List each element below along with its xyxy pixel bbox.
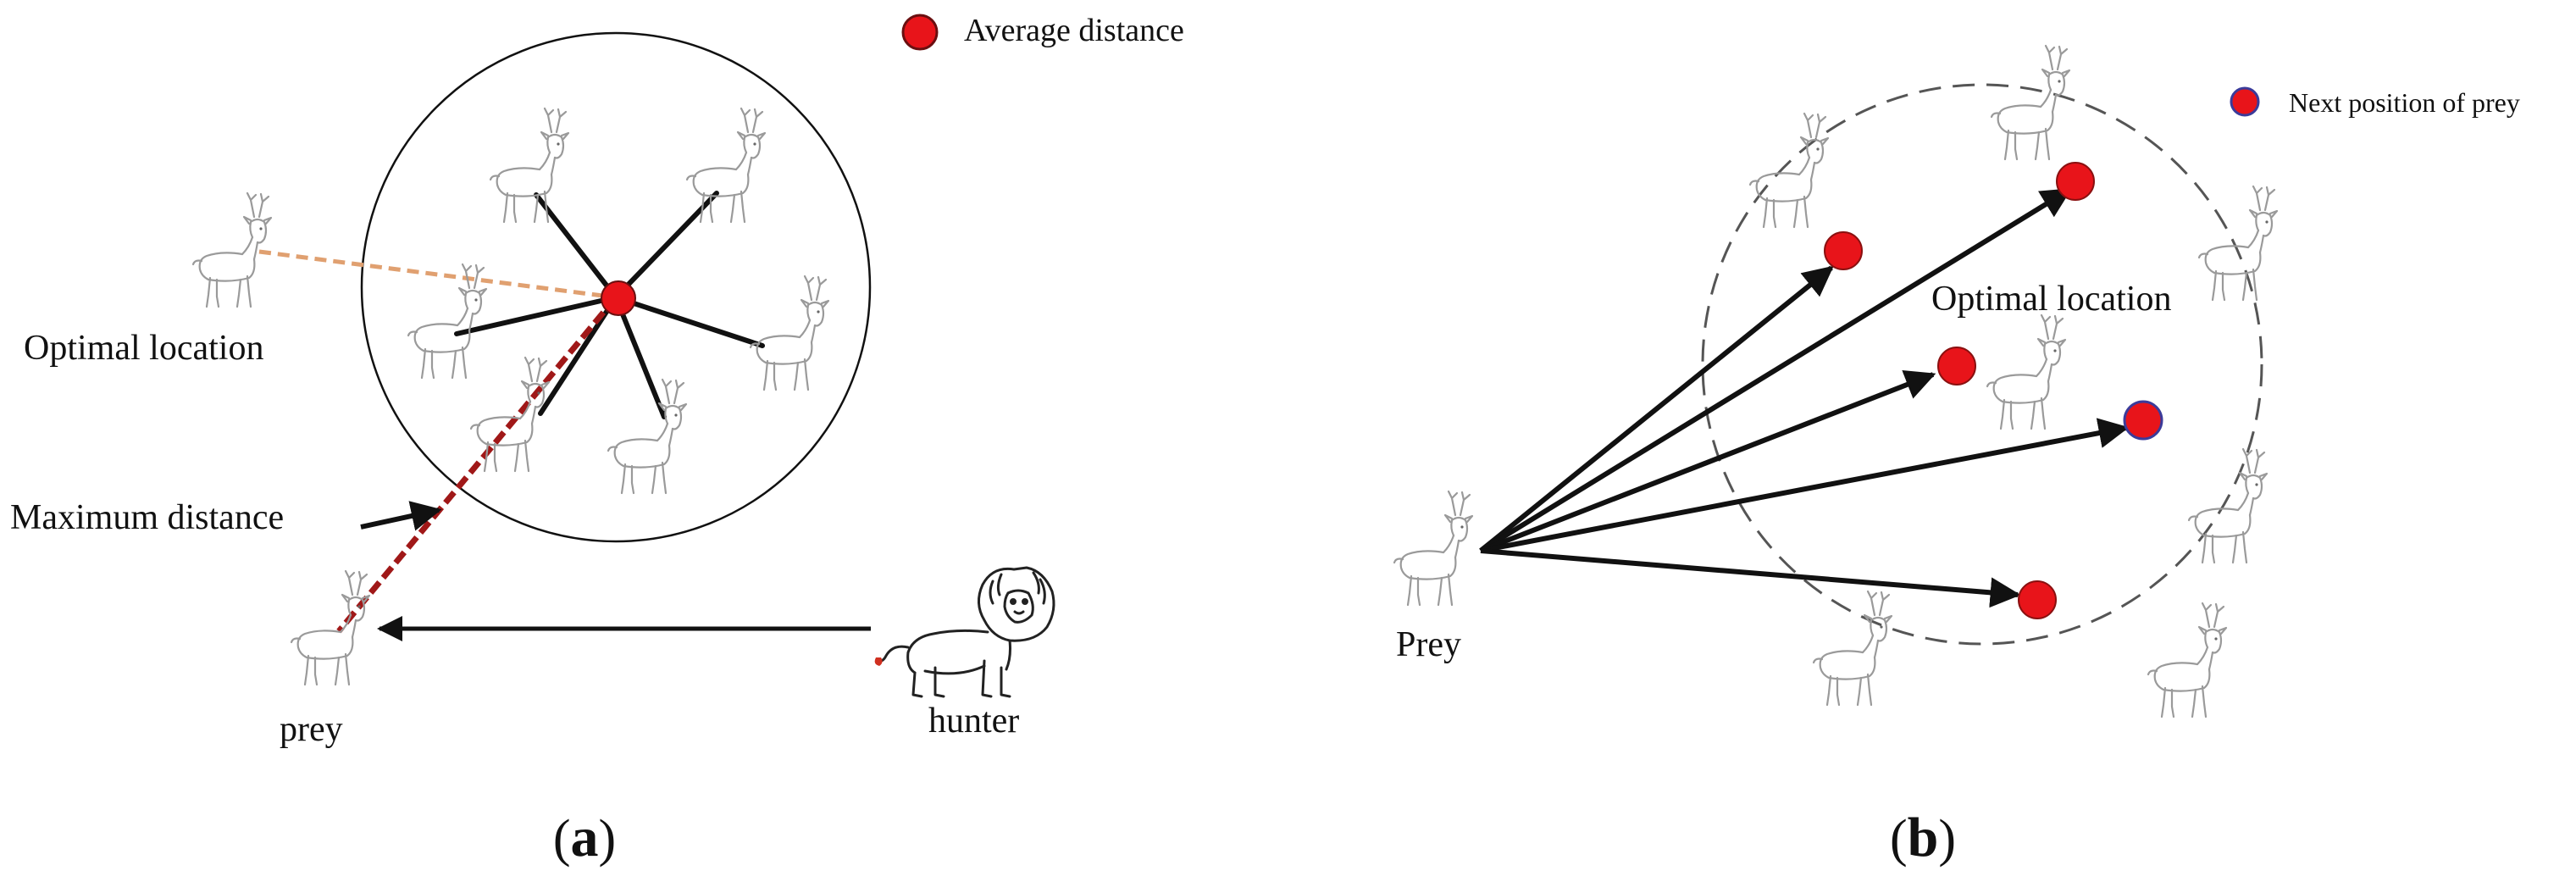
legend-average-distance-dot <box>903 15 937 49</box>
legend-next-position-dot <box>2231 88 2258 115</box>
lion-icon <box>875 568 1054 696</box>
deer-icon <box>608 380 686 493</box>
distance-line <box>616 297 762 346</box>
legend-average-distance-label: Average distance <box>964 13 1184 48</box>
caption-a-open: ( <box>553 810 571 868</box>
next-position-arrows <box>1481 190 2126 595</box>
optimal-location-label-b: Optimal location <box>1931 280 2171 319</box>
panel-b: Next position of prey Optimal location <box>1394 46 2520 868</box>
deer-icon <box>1814 591 1892 705</box>
deer-icon <box>291 571 369 685</box>
deer-icon <box>1992 46 2069 159</box>
next-position-dot <box>2057 163 2094 200</box>
deer-icon <box>1987 315 2065 429</box>
next-position-dot <box>1938 347 1975 385</box>
caption-a-letter: a <box>571 807 599 868</box>
deer-icon <box>751 276 828 390</box>
prey-label-a: prey <box>280 710 343 749</box>
deer-icon <box>408 264 486 378</box>
deer-icon <box>1394 491 1472 605</box>
maximum-distance-label: Maximum distance <box>10 498 284 537</box>
next-position-dot <box>1825 232 1862 269</box>
deer-icon <box>2148 603 2226 717</box>
caption-b-open: ( <box>1890 810 1908 868</box>
optimal-location-label: Optimal location <box>24 329 263 368</box>
deer-icon <box>193 193 271 307</box>
next-position-arrow <box>1481 551 2018 595</box>
legend-next-position: Next position of prey <box>2231 87 2520 118</box>
distance-line <box>536 195 616 297</box>
next-position-dot <box>2019 581 2056 619</box>
next-position-arrow <box>1481 374 1933 551</box>
legend-next-position-label: Next position of prey <box>2289 87 2520 118</box>
maximum-distance-dashed-line <box>339 297 616 631</box>
deer-icon <box>490 108 568 222</box>
caption-b-letter: b <box>1908 807 1939 868</box>
optimal-location-dashed-line <box>259 252 616 297</box>
legend-average-distance: Average distance <box>903 13 1184 49</box>
deer-icon <box>2189 449 2267 563</box>
panel-a: Average distance Optimal <box>10 13 1184 868</box>
caption-a-close: ) <box>599 810 617 868</box>
deer-icon <box>2199 186 2277 300</box>
prey-label-b: Prey <box>1396 625 1461 664</box>
caption-a: (a) <box>553 807 616 868</box>
average-distance-dot <box>601 281 635 315</box>
deer-icon <box>1750 114 1828 227</box>
hunter-label: hunter <box>928 702 1019 741</box>
caption-b-close: ) <box>1938 810 1956 868</box>
next-position-arrow <box>1481 268 1831 551</box>
next-position-dot <box>2125 402 2162 439</box>
deer-icon <box>687 108 765 222</box>
caption-b: (b) <box>1890 807 1956 868</box>
